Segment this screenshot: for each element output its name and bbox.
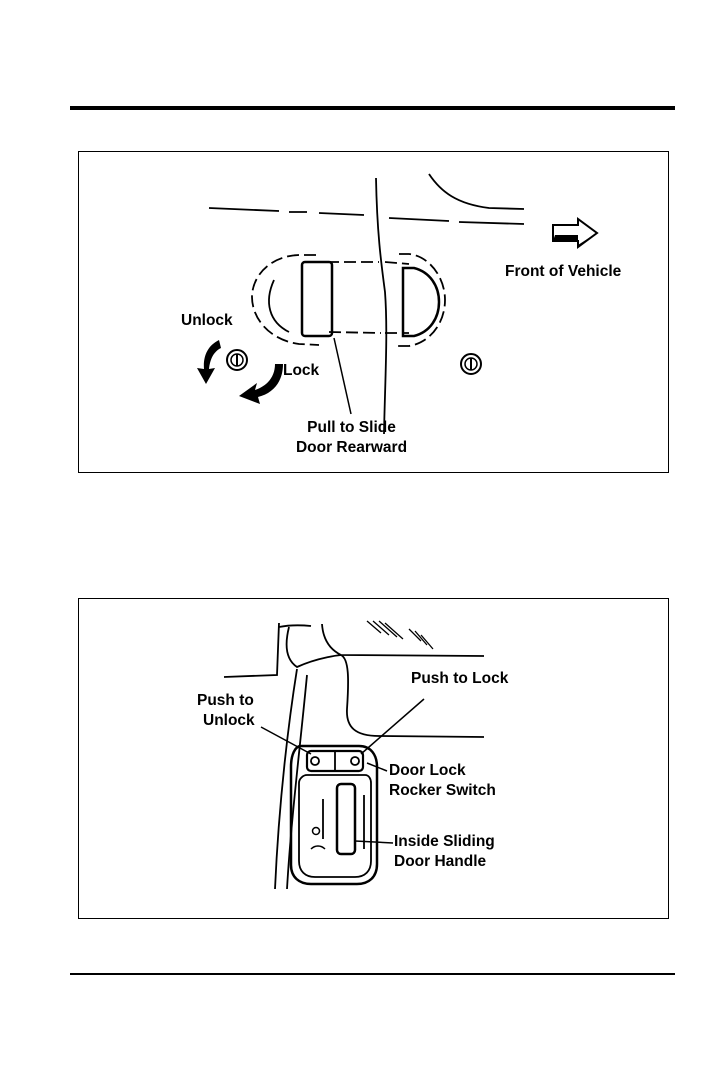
front-arrow-icon [553,219,597,247]
push-to-unlock-line1: Push to [197,691,255,711]
lock-label: Lock [283,361,319,381]
push-to-lock-label: Push to Lock [411,669,508,689]
unlock-label: Unlock [181,311,233,331]
interior-handle-illustration [79,599,670,920]
pull-to-slide-line1: Pull to Slide [279,418,424,438]
push-to-unlock-label: Push to Unlock [197,691,255,731]
push-to-unlock-line2: Unlock [197,711,255,731]
interior-handle-figure: Push to Lock Push to Unlock Door Lock Ro… [78,598,669,919]
front-of-vehicle-label: Front of Vehicle [505,262,621,282]
inside-handle-line2: Door Handle [394,852,495,872]
inside-handle-line1: Inside Sliding [394,832,495,852]
rocker-switch-label: Door Lock Rocker Switch [389,761,496,801]
pull-to-slide-line2: Door Rearward [279,438,424,458]
header-rule [70,106,675,110]
rocker-switch-line1: Door Lock [389,761,496,781]
pull-to-slide-label: Pull to Slide Door Rearward [279,418,424,458]
inside-handle-label: Inside Sliding Door Handle [394,832,495,872]
exterior-handle-figure: Unlock Lock Front of Vehicle Pull to Sli… [78,151,669,473]
lock-arrow-icon [239,364,283,404]
rocker-switch-line2: Rocker Switch [389,781,496,801]
unlock-arrow-icon [197,340,221,384]
footer-rule [70,973,675,975]
